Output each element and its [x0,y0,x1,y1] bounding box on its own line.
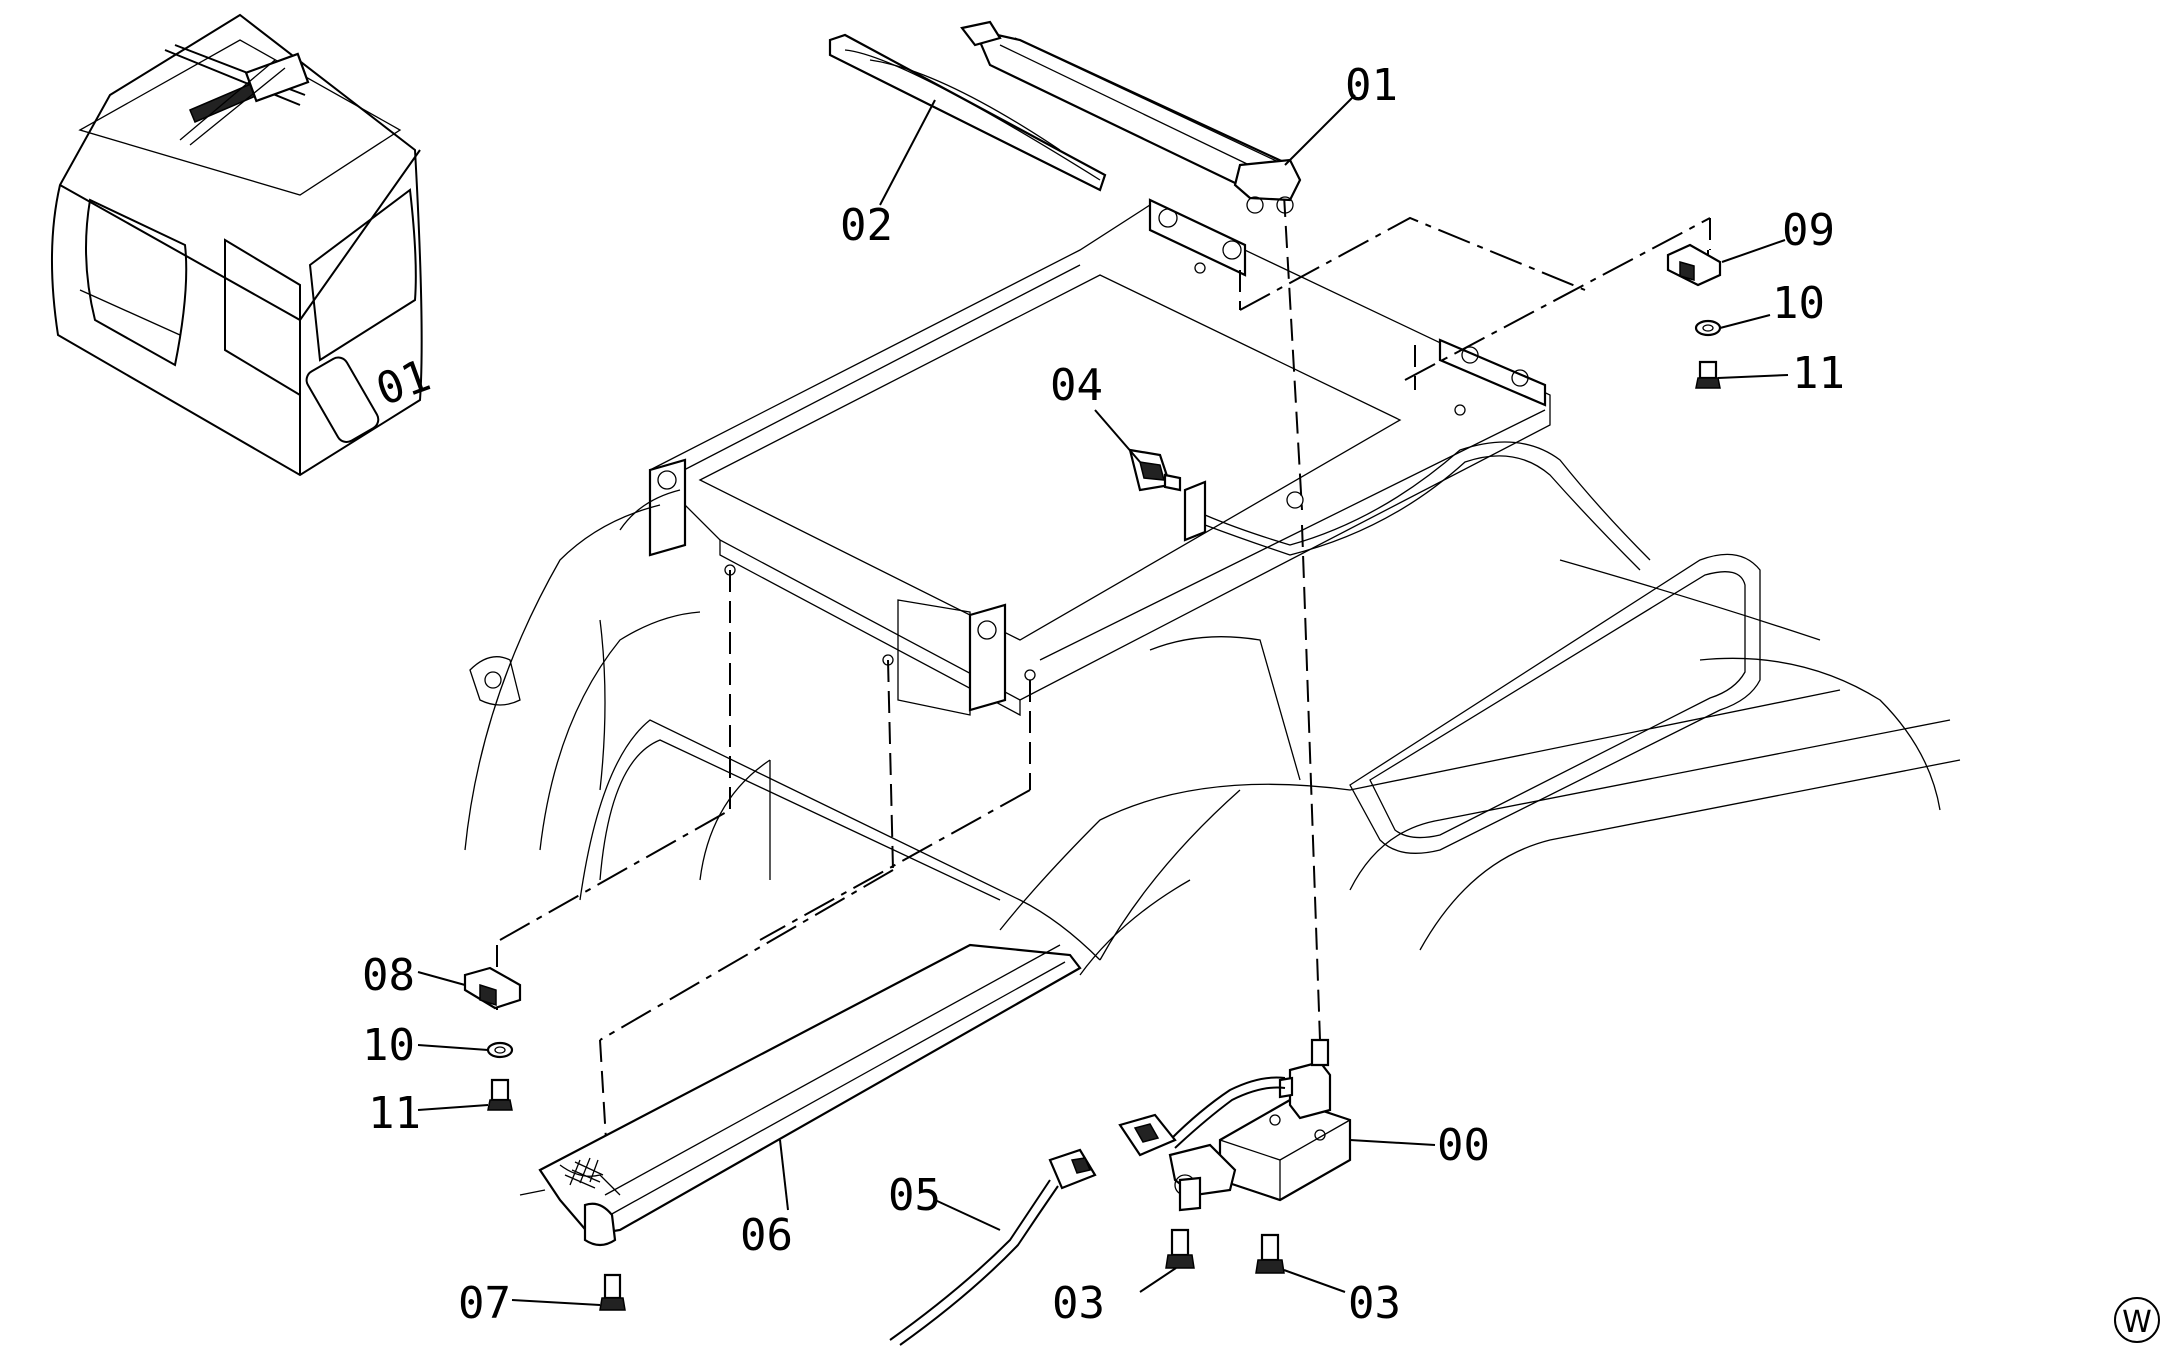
washer-nozzle [1128,448,1182,492]
cab-inset-view: 01 [50,13,437,477]
bracket-right [1666,243,1722,287]
motor-screw-b [1255,1233,1285,1274]
callout-10-left: 10 [362,1020,415,1071]
cab-inset-marking: 01 [370,350,437,416]
wiring-harness [889,1148,1097,1346]
callout-03-left: 03 [1052,1278,1105,1329]
callout-04: 04 [1050,360,1103,411]
wiper-cover [519,943,1082,1247]
callout-02: 02 [840,200,893,251]
callout-10-right: 10 [1772,278,1825,329]
bracket-left [463,966,522,1010]
screw-left [487,1078,513,1111]
callout-11-right: 11 [1792,348,1845,399]
cab-roof-assembly [464,198,1961,976]
callout-11-left: 11 [368,1088,421,1139]
callout-06: 06 [740,1210,793,1261]
screw-right [1695,360,1721,389]
wiper-blade [828,33,1107,192]
washer-right [1694,319,1722,337]
callout-01: 01 [1345,60,1398,111]
callout-09: 09 [1782,205,1835,256]
corner-mark-letter: W [2122,1305,2152,1340]
wiper-motor [1118,1038,1352,1212]
assembly-lines [496,194,1711,1241]
callout-05: 05 [888,1170,941,1221]
callout-07: 07 [458,1278,511,1329]
leader-lines [417,94,1789,1306]
cover-screw [599,1273,626,1311]
callout-03-right: 03 [1348,1278,1401,1329]
callout-00: 00 [1437,1120,1490,1171]
corner-mark-w: W [2114,1297,2160,1343]
wiper-arm [960,20,1302,214]
callout-labels: 00 01 02 03 03 04 05 06 07 08 09 10 10 1… [362,60,1845,1329]
callout-08: 08 [362,950,415,1001]
motor-screw-a [1165,1228,1195,1269]
washer-left [486,1041,514,1059]
